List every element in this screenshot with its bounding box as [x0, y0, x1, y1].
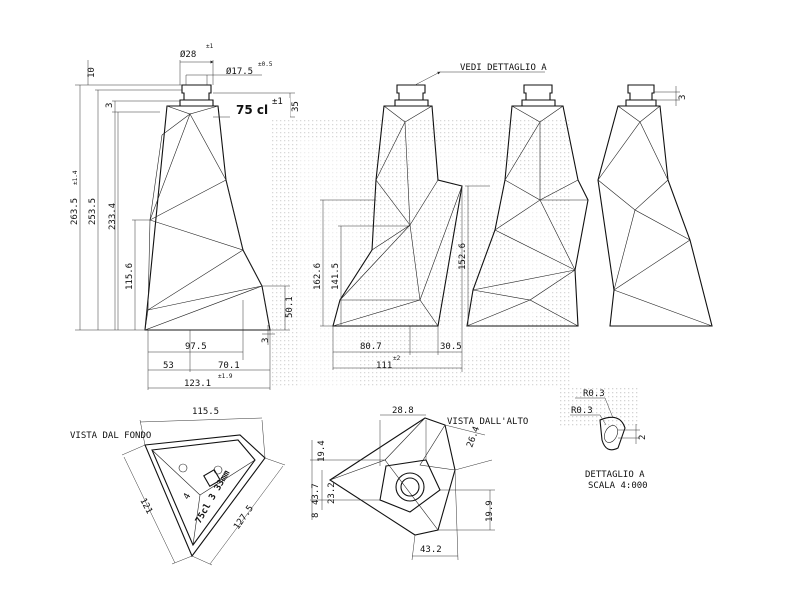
svg-text:253.5: 253.5: [88, 198, 98, 225]
svg-text:111: 111: [376, 361, 392, 371]
svg-text:4: 4: [182, 492, 193, 502]
top-view: [310, 414, 495, 561]
svg-text:10: 10: [87, 67, 97, 78]
bottle-front-view: [144, 84, 271, 331]
svg-text:±2: ±2: [393, 355, 401, 362]
svg-text:162.6: 162.6: [313, 263, 323, 290]
top-view-labels: VISTA DALL'ALTO 28.8 19.4 26.4 23.2 43.7…: [311, 406, 528, 555]
svg-text:±1.9: ±1.9: [218, 373, 233, 380]
svg-text:±1: ±1: [206, 43, 214, 50]
dim-dia-17-5: Ø17.5: [226, 66, 253, 77]
dim-123-1: 123.1: [184, 379, 211, 389]
svg-text:30.5: 30.5: [440, 342, 462, 352]
svg-text:115.6: 115.6: [125, 263, 135, 290]
svg-text:±1.4: ±1.4: [72, 170, 79, 185]
bottle-profile-view: 3: [597, 84, 713, 327]
svg-text:53: 53: [163, 361, 174, 371]
svg-text:R0.3: R0.3: [583, 389, 605, 399]
svg-text:2: 2: [638, 435, 648, 440]
svg-text:97.5: 97.5: [185, 342, 207, 352]
svg-text:3: 3: [105, 103, 115, 108]
svg-text:28.8: 28.8: [392, 406, 414, 416]
vista-dall-alto-title: VISTA DALL'ALTO: [447, 417, 528, 427]
rear-view-dimensions: 152.6: [458, 185, 490, 327]
vedi-dettaglio-a: VEDI DETTAGLIO A: [460, 63, 547, 73]
svg-text:35: 35: [291, 101, 301, 112]
bottle-side-view: [332, 84, 463, 327]
svg-text:152.6: 152.6: [458, 243, 468, 270]
front-view-dimensions: [75, 60, 295, 390]
svg-text:19.4: 19.4: [317, 440, 327, 462]
svg-text:141.5: 141.5: [331, 263, 341, 290]
detail-a-labels: R0.3 R0.3 2 DETTAGLIO A SCALA 4:000: [571, 389, 648, 491]
svg-text:50.1: 50.1: [285, 296, 295, 318]
side-view-dimensions: [320, 71, 545, 372]
scala-label: SCALA 4:000: [588, 481, 648, 491]
svg-text:8: 8: [311, 513, 321, 518]
svg-text:26.4: 26.4: [465, 425, 482, 449]
svg-text:3: 3: [261, 338, 271, 343]
svg-text:127.5: 127.5: [232, 504, 256, 532]
side-view-labels: VEDI DETTAGLIO A 162.6 141.5 80.7 30.5 1…: [313, 63, 547, 371]
capacity-label: 75 cl: [236, 103, 268, 117]
svg-text:115.5: 115.5: [192, 407, 219, 417]
svg-text:19.9: 19.9: [485, 500, 495, 522]
detail-a: [570, 397, 640, 451]
svg-text:23.2: 23.2: [327, 482, 337, 504]
dettaglio-a-title: DETTAGLIO A: [585, 470, 645, 480]
bottom-view-labels: VISTA DAL FONDO 115.5 121 127.5: [70, 407, 256, 532]
svg-text:233.4: 233.4: [108, 203, 118, 230]
dim-dia-28: Ø28: [180, 49, 196, 60]
svg-text:±1: ±1: [272, 97, 283, 107]
vista-dal-fondo-title: VISTA DAL FONDO: [70, 431, 151, 441]
front-view-labels: Ø28 ±1 Ø17.5 ±0.5 75 cl ±1 10 3 35 263.5…: [70, 43, 301, 389]
svg-text:121: 121: [137, 497, 153, 516]
bottle-rear-view: [466, 84, 589, 327]
svg-text:43.7: 43.7: [311, 483, 321, 505]
svg-text:3: 3: [678, 95, 688, 100]
svg-text:R0.3: R0.3: [571, 406, 593, 416]
watermark-logo: [270, 118, 640, 428]
svg-text:70.1: 70.1: [218, 361, 240, 371]
dim-263-5: 263.5: [70, 198, 80, 225]
svg-text:80.7: 80.7: [360, 342, 382, 352]
svg-text:43.2: 43.2: [420, 545, 442, 555]
svg-text:±0.5: ±0.5: [258, 61, 273, 68]
